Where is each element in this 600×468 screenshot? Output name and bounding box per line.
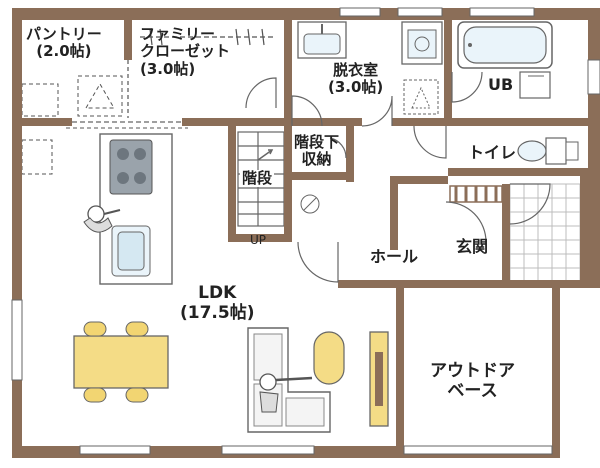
toilet-label: トイレ xyxy=(468,143,517,162)
pantry-name: パントリー xyxy=(26,25,102,43)
windows xyxy=(11,7,600,455)
stairs-name: 階段 xyxy=(242,169,273,187)
hall-label: ホール xyxy=(370,247,419,266)
family-closet-name-line1: ファミリー xyxy=(140,25,216,43)
hall-name: ホール xyxy=(370,247,419,266)
entrance-tile-floor xyxy=(509,183,581,285)
entrance-name: 玄関 xyxy=(456,237,489,256)
laundry-basket xyxy=(403,79,439,115)
outdoor-base-name-line1: アウトドア xyxy=(430,361,515,381)
outdoor-base-label: アウトドア ベース xyxy=(430,361,515,401)
kitchen-counter xyxy=(99,133,173,285)
dressing-room-label: 脱衣室 (3.0帖) xyxy=(328,61,384,97)
ldk-size: (17.5帖) xyxy=(180,302,255,323)
stairs-label: 階段 xyxy=(240,169,275,188)
storage-object xyxy=(300,194,320,214)
stairs-up-label: UP xyxy=(250,233,267,248)
toilet-fixture xyxy=(517,137,579,165)
pantry-label: パントリー (2.0帖) xyxy=(26,25,102,61)
entrance-label: 玄関 xyxy=(456,237,489,256)
bathtub xyxy=(457,21,553,69)
living-rug xyxy=(313,331,345,385)
family-closet-label: ファミリー クローゼット (3.0帖) xyxy=(140,25,231,78)
outdoor-base-name-line2: ベース xyxy=(447,380,498,401)
wash-basin xyxy=(297,21,347,59)
dining-table xyxy=(73,321,169,403)
entrance-shoe-rack xyxy=(449,185,503,203)
family-closet-name-line2: クローゼット xyxy=(140,42,231,61)
stairs-storage-name-line1: 階段下 xyxy=(294,133,340,151)
stairs-up-text: UP xyxy=(250,233,267,247)
closet-hanging-rail xyxy=(127,28,276,118)
pantry-size: (2.0帖) xyxy=(36,42,92,61)
bath-name: UB xyxy=(488,75,514,94)
ldk-name: LDK xyxy=(198,283,237,303)
washing-machine xyxy=(401,21,443,65)
doors xyxy=(72,71,551,283)
person-figure-sofa xyxy=(259,373,313,413)
person-figure-kitchen xyxy=(83,205,121,233)
dressing-room-size: (3.0帖) xyxy=(328,78,384,97)
bath-label: UB xyxy=(488,75,514,94)
dressing-room-name: 脱衣室 xyxy=(333,61,379,79)
toilet-name: トイレ xyxy=(468,143,517,162)
stairs-storage-label: 階段下 収納 xyxy=(294,133,340,169)
shower-unit xyxy=(519,71,551,99)
tv-board xyxy=(369,331,389,427)
ldk-label: LDK (17.5帖) xyxy=(180,283,255,323)
stairs-storage-name-line2: 収納 xyxy=(301,150,332,169)
family-closet-size: (3.0帖) xyxy=(140,59,196,78)
